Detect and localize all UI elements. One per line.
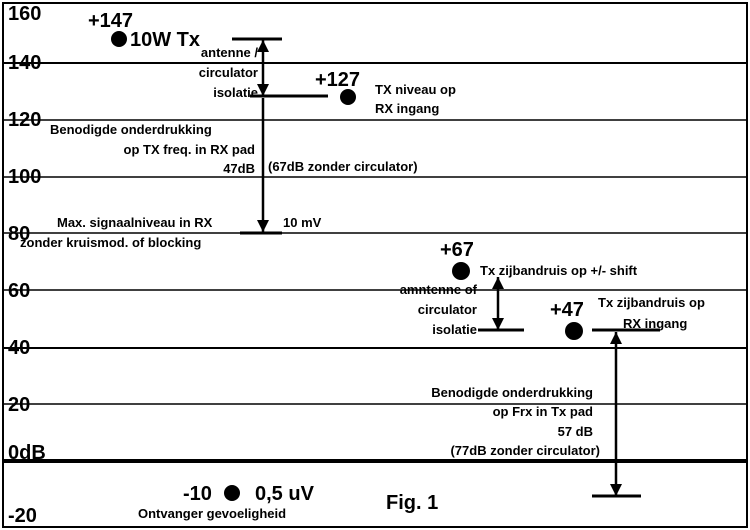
- isolation-top-line3: isolatie: [213, 85, 258, 100]
- tick-label-120: 120: [8, 109, 41, 131]
- tx-suppression-arrowhead-bottom: [610, 484, 622, 496]
- sideband-at-rx-line2: RX ingang: [623, 316, 687, 331]
- isolation-top-arrowhead-bottom: [257, 84, 269, 96]
- sensitivity-label: Ontvanger gevoeligheid: [138, 506, 286, 521]
- tick-label-20: 20: [8, 394, 30, 416]
- tx-suppression-line2: op Frx in Tx pad: [493, 404, 593, 419]
- tx-power-dot: [111, 31, 127, 47]
- tx-at-rx-line1: TX niveau op: [375, 82, 456, 97]
- tx-at-rx-dot: [340, 89, 356, 105]
- tx-suppression-arrowhead: [610, 332, 622, 344]
- rx-suppression-note: (67dB zonder circulator): [268, 159, 418, 174]
- tick-label-100: 100: [8, 166, 41, 188]
- isolation-top-line1: antenne /: [201, 45, 258, 60]
- max-signal-line1: Max. signaalniveau in RX: [57, 215, 213, 230]
- tx-suppression-note: (77dB zonder circulator): [450, 443, 600, 458]
- isolation-mid-line3: isolatie: [432, 322, 477, 337]
- sensitivity-amount: 0,5 uV: [255, 483, 315, 505]
- tx-suppression-line3: 57 dB: [558, 424, 593, 439]
- isolation-mid-arrowhead: [492, 277, 504, 289]
- tx-suppression-line1: Benodigde onderdrukking: [431, 385, 593, 400]
- isolation-mid-line2: circulator: [418, 302, 477, 317]
- tx-power-value: +147: [88, 10, 133, 32]
- figure-caption: Fig. 1: [386, 492, 438, 514]
- sideband-noise-label: Tx zijbandruis op +/- shift: [480, 263, 638, 278]
- tick-label-0db: 0dB: [8, 442, 46, 464]
- grid-lines: [3, 62, 747, 463]
- sideband-at-rx-dot: [565, 322, 583, 340]
- tx-at-rx-line2: RX ingang: [375, 101, 439, 116]
- sensitivity-value: -10: [183, 483, 212, 505]
- tick-label-80: 80: [8, 223, 30, 245]
- max-signal-line2: zonder kruismod. of blocking: [20, 235, 201, 250]
- tick-label-140: 140: [8, 52, 41, 74]
- tx-power-label: 10W Tx: [130, 29, 200, 51]
- sideband-at-rx-line1: Tx zijbandruis op: [598, 295, 705, 310]
- tick-label-160: 160: [8, 3, 41, 25]
- isolation-mid-line1: amntenne of: [400, 282, 478, 297]
- rx-suppression-arrowhead: [257, 220, 269, 232]
- tick-label-40: 40: [8, 337, 30, 359]
- isolation-top-arrowhead: [257, 40, 269, 52]
- rx-suppression-line1: Benodigde onderdrukking: [50, 122, 212, 137]
- tick-labels: 160 140 120 100 80 60 40 20 0dB -20: [8, 3, 46, 527]
- sensitivity-dot: [224, 485, 240, 501]
- max-signal-value: 10 mV: [283, 215, 322, 230]
- sideband-noise-dot: [452, 262, 470, 280]
- sideband-at-rx-value: +47: [550, 299, 584, 321]
- tx-at-rx-value: +127: [315, 69, 360, 91]
- tick-label-minus20: -20: [8, 505, 37, 527]
- isolation-mid-arrowhead-bottom: [492, 318, 504, 330]
- sideband-noise-value: +67: [440, 239, 474, 261]
- rx-suppression-line2: op TX freq. in RX pad: [124, 142, 256, 157]
- rx-suppression-line3: 47dB: [223, 161, 255, 176]
- isolation-top-line2: circulator: [199, 65, 258, 80]
- tick-label-60: 60: [8, 280, 30, 302]
